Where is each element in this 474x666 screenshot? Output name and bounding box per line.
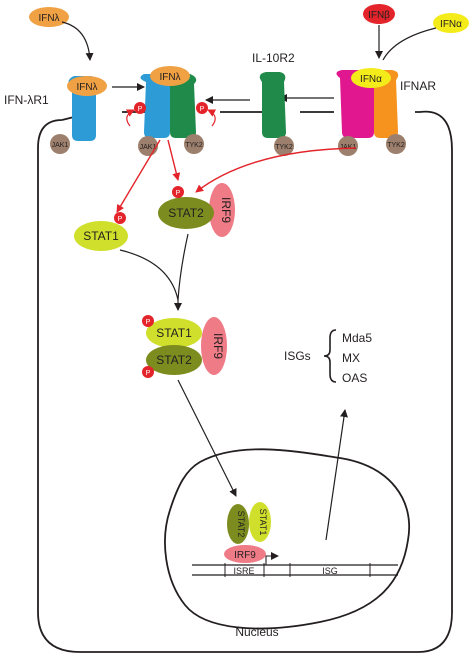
cell-membrane (37, 110, 453, 653)
red-arrow-to-stat1 (116, 139, 161, 213)
ifn-alpha-bound: IFNα (351, 68, 391, 88)
ifn-beta-label: IFNβ (368, 10, 390, 21)
stat2-protein: STAT2 (158, 197, 214, 229)
isgs-label: ISGs (284, 349, 311, 363)
phospho-receptor-right: P (196, 102, 208, 114)
isg-label: ISG (322, 566, 338, 576)
isg-item-mx: MX (342, 351, 360, 365)
svg-text:IRF9: IRF9 (219, 197, 233, 223)
trans-phosphorylation-arrow-left (125, 109, 135, 127)
ifn-lambda-r1-active-receptor (140, 74, 170, 138)
arrow-gene-expression (325, 409, 348, 541)
arrow-ifn-alpha-binding (382, 27, 437, 61)
isg-item-oas: OAS (342, 371, 367, 385)
svg-text:STAT2: STAT2 (236, 511, 246, 538)
trans-phosphorylation-arrow-right (207, 109, 217, 127)
phospho-stat2: P (172, 186, 184, 198)
nuclear-stat2: STAT2 (227, 504, 249, 544)
svg-text:JAK1: JAK1 (340, 144, 357, 151)
svg-text:STAT2: STAT2 (156, 353, 192, 367)
ifn-lambda-free-ligand: IFNλ (29, 7, 69, 27)
phospho-isgf3-stat2: P (142, 366, 154, 378)
ifnar2-receptor (374, 70, 399, 138)
svg-text:P: P (200, 106, 205, 113)
isgf3-stat2: STAT2 (146, 345, 202, 375)
nuclear-stat1: STAT1 (249, 502, 271, 542)
svg-text:P: P (146, 319, 151, 326)
svg-text:STAT1: STAT1 (258, 509, 268, 536)
jak1-kinase-b: JAK1 (138, 136, 158, 156)
phospho-isgf3-stat1: P (142, 315, 154, 327)
ifnar-label: IFNAR (400, 79, 436, 93)
irf9-protein: IRF9 (209, 183, 235, 237)
transcription-start-arrow (265, 552, 279, 565)
svg-text:STAT1: STAT1 (156, 326, 192, 340)
isgf3-irf9: IRF9 (201, 317, 227, 375)
ifn-lambda-bound-center: IFNλ (150, 66, 190, 86)
svg-text:TYK2: TYK2 (185, 142, 203, 149)
svg-text:JAK1: JAK1 (52, 142, 69, 149)
arrow-stat-complex-formation (119, 233, 189, 301)
tyk2-kinase-a: TYK2 (184, 134, 204, 154)
svg-text:TYK2: TYK2 (275, 144, 293, 151)
svg-text:STAT2: STAT2 (168, 206, 204, 220)
jak1-kinase-c: JAK1 (338, 136, 358, 156)
nucleus-envelope (164, 448, 410, 630)
svg-text:P: P (176, 190, 181, 197)
tyk2-kinase-b: TYK2 (274, 136, 294, 156)
ifn-alpha-free-label: IFNα (440, 19, 462, 30)
svg-text:IRF9: IRF9 (211, 333, 225, 359)
jak1-kinase-a: JAK1 (50, 134, 70, 154)
svg-text:IFNα: IFNα (360, 74, 382, 85)
il10r2-label: IL-10R2 (252, 51, 295, 65)
phospho-stat1: P (114, 212, 126, 224)
svg-text:P: P (118, 216, 123, 223)
isg-item-mda5: Mda5 (342, 331, 372, 345)
ifn-lambda-free-label: IFNλ (38, 13, 59, 24)
svg-text:IFNλ: IFNλ (76, 82, 97, 93)
svg-text:JAK1: JAK1 (140, 144, 157, 151)
svg-text:IFNλ: IFNλ (159, 72, 180, 83)
isgs-brace (323, 329, 337, 383)
svg-text:P: P (146, 370, 151, 377)
svg-text:TYK2: TYK2 (387, 142, 405, 149)
ifn-lambda-bound-left: IFNλ (67, 76, 107, 96)
ifn-alpha-free-ligand: IFNα (433, 13, 469, 33)
ifn-beta-ligand: IFNβ (363, 4, 395, 24)
red-arrow-to-stat2 (167, 139, 181, 181)
red-arrow-ifnar-to-stat2 (195, 147, 357, 193)
arrow-ifn-lambda-binding (61, 21, 94, 61)
arrow-nuclear-translocation (177, 379, 237, 497)
isre-label: ISRE (233, 566, 254, 576)
stat1-protein: STAT1 (74, 221, 128, 251)
nuclear-irf9: IRF9 (224, 545, 266, 563)
tyk2-kinase-c: TYK2 (386, 134, 406, 154)
il10r2-active-receptor (170, 74, 197, 138)
il10r2-free-receptor (259, 72, 286, 138)
isgf3-stat1: STAT1 (146, 318, 202, 348)
nucleus-label: Nucleus (235, 625, 278, 639)
svg-text:IRF9: IRF9 (234, 550, 256, 561)
phospho-receptor-left: P (134, 102, 146, 114)
svg-text:P: P (138, 106, 143, 113)
ifn-lambda-r1-label: IFN-λR1 (4, 93, 49, 107)
svg-text:STAT1: STAT1 (83, 229, 119, 243)
